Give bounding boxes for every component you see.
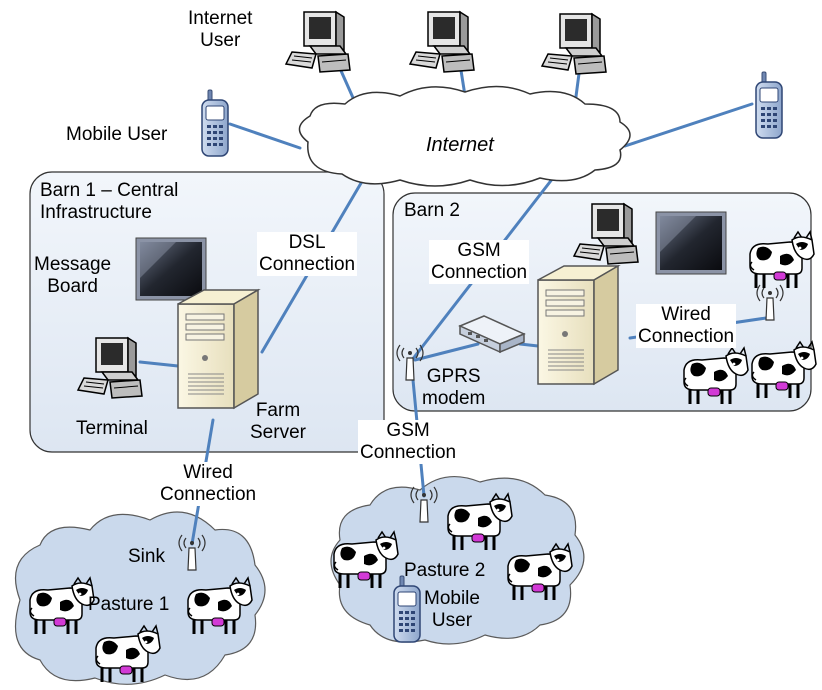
desktop-computer-icon — [541, 13, 607, 75]
mobile-phone-icon — [393, 575, 421, 643]
wired-connection-lower-label: Wired Connection — [158, 462, 259, 506]
dsl-connection-label: DSL Connection — [257, 232, 358, 276]
mobile-phone-icon — [755, 71, 783, 139]
pasture-mobile-user-label: Mobile User — [424, 588, 480, 631]
pasture1-cloud — [14, 511, 266, 685]
gsm-connection-label: GSM Connection — [429, 240, 530, 284]
pasture1-label: Pasture 1 — [88, 594, 170, 615]
terminal-label: Terminal — [76, 418, 148, 439]
message-board-monitor-icon — [135, 237, 207, 301]
message-board-label: Message Board — [34, 254, 112, 297]
barn2-title: Barn 2 — [404, 200, 460, 221]
farm-server-icon — [177, 289, 259, 409]
internet-cloud — [298, 85, 631, 187]
desktop-computer-icon — [409, 11, 475, 73]
gprs-modem-label: GPRS modem — [422, 366, 486, 409]
internet-user-label: Internet User — [188, 8, 253, 51]
internet-label: Internet — [426, 134, 494, 156]
server-tower-icon — [537, 265, 619, 385]
flat-screen-monitor-icon — [655, 211, 727, 275]
pasture2-label: Pasture 2 — [404, 560, 486, 581]
mobile-phone-icon — [201, 89, 229, 157]
barn1-title: Barn 1 – Central Infrastructure — [40, 180, 179, 223]
wired-connection-label: Wired Connection — [636, 304, 737, 348]
gsm-connection-lower-label: GSM Connection — [358, 420, 459, 464]
mobile-user-label: Mobile User — [66, 124, 168, 145]
farm-server-label: Farm Server — [250, 400, 306, 443]
internet-user-desktop-icon — [285, 11, 351, 73]
sink-label: Sink — [128, 546, 165, 567]
